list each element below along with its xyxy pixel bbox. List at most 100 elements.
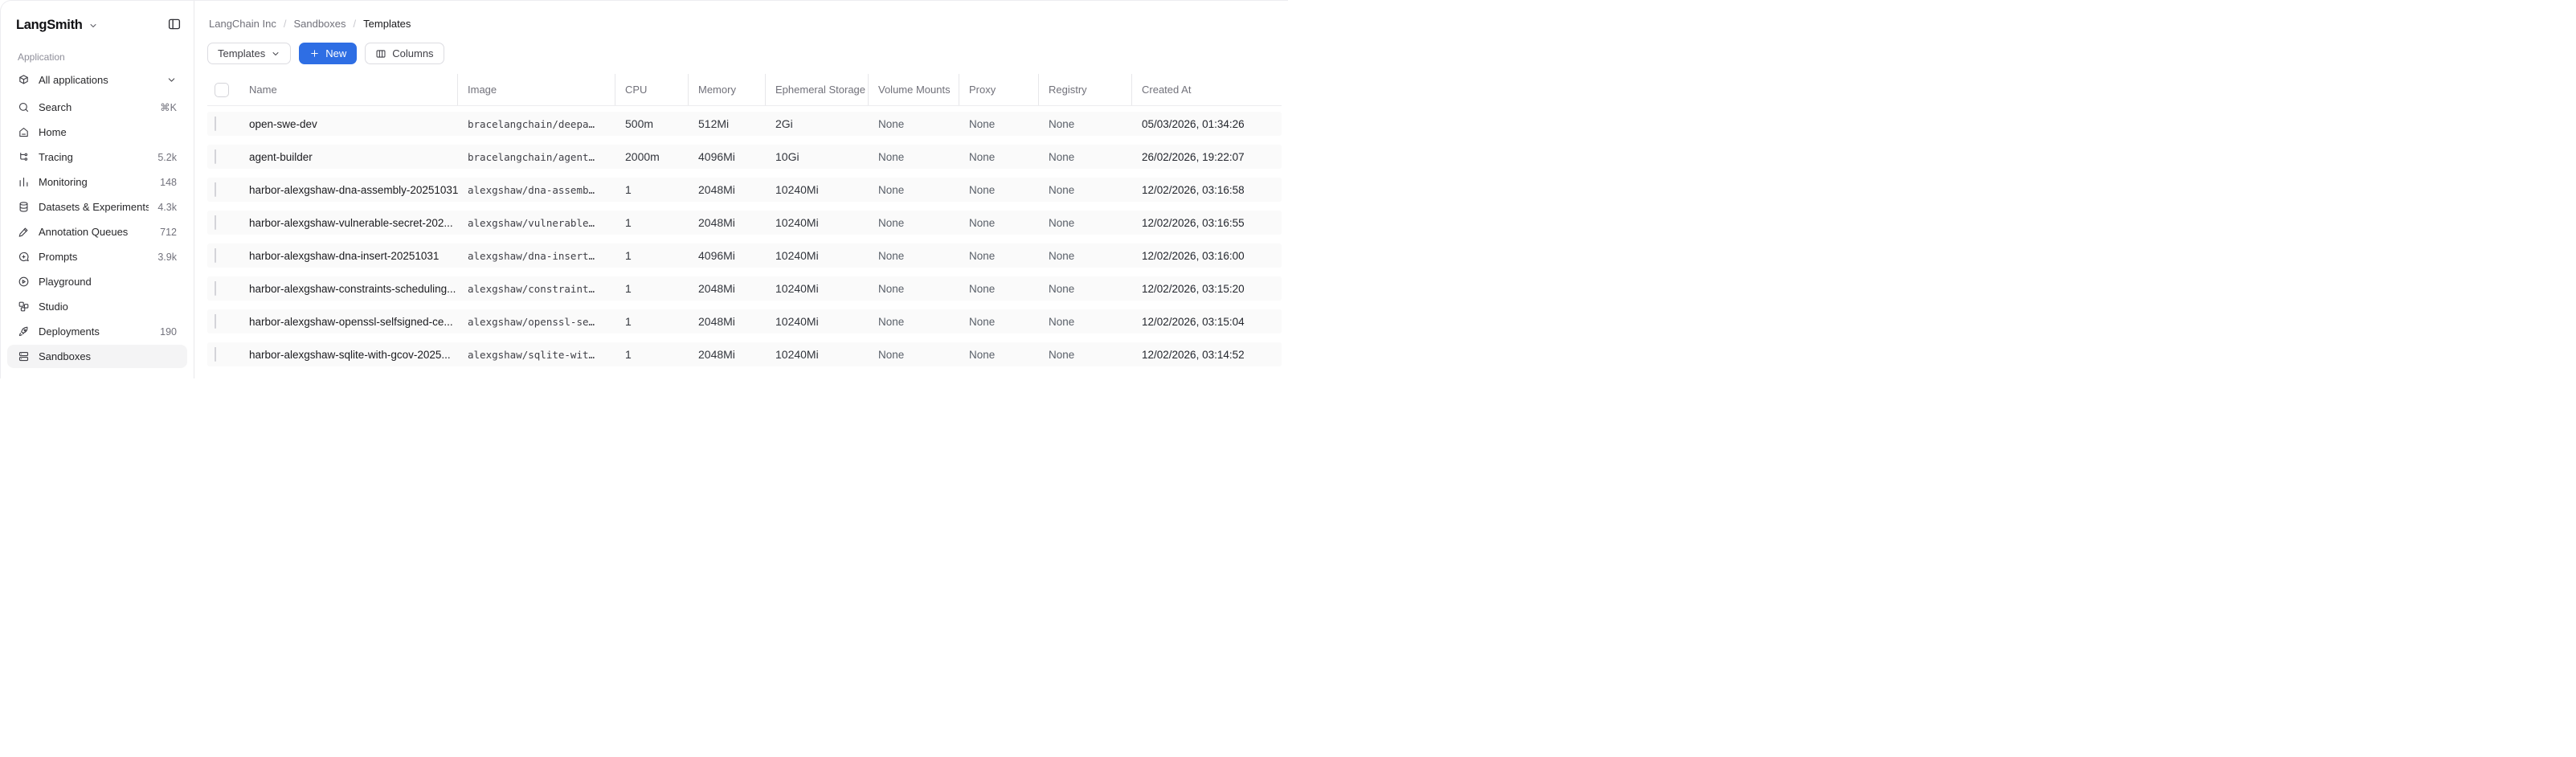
breadcrumb-item[interactable]: Sandboxes xyxy=(293,18,346,30)
cell-proxy: None xyxy=(969,216,996,229)
sidebar-item-sandboxes[interactable]: Sandboxes xyxy=(7,345,187,368)
sidebar-item-label: Datasets & Experiments xyxy=(39,201,149,213)
sidebar-item-monitoring[interactable]: Monitoring 148 xyxy=(7,170,187,194)
cell-ephemeral-storage: 10240Mi xyxy=(775,183,819,196)
cell-cpu: 500m xyxy=(625,117,654,130)
chevron-down-icon xyxy=(166,75,177,85)
row-checkbox[interactable] xyxy=(215,215,216,230)
cell-image: alexgshaw/openssl-se… xyxy=(468,315,595,328)
cell-proxy: None xyxy=(969,183,996,196)
row-checkbox[interactable] xyxy=(215,117,216,131)
plus-icon xyxy=(309,48,320,59)
sidebar-item-all-applications[interactable]: All applications xyxy=(7,68,187,92)
row-checkbox[interactable] xyxy=(215,281,216,296)
app-window: LangSmith Application All applications S… xyxy=(0,0,1288,378)
columns-icon xyxy=(375,48,386,59)
cell-registry: None xyxy=(1049,183,1075,196)
cell-name: agent-builder xyxy=(249,150,313,163)
table-row[interactable]: harbor-alexgshaw-vulnerable-secret-202..… xyxy=(207,211,1282,235)
cell-created-at: 12/02/2026, 03:16:00 xyxy=(1142,249,1245,262)
cell-proxy: None xyxy=(969,117,996,130)
cell-memory: 512Mi xyxy=(698,117,730,130)
new-button-label: New xyxy=(325,47,347,59)
sidebar-collapse-button[interactable] xyxy=(167,17,182,34)
cell-ephemeral-storage: 10240Mi xyxy=(775,315,819,328)
cell-registry: None xyxy=(1049,249,1075,262)
cell-proxy: None xyxy=(969,150,996,163)
sidebar-item-studio[interactable]: Studio xyxy=(7,295,187,318)
brand-logo: LangSmith xyxy=(16,18,83,32)
row-checkbox[interactable] xyxy=(215,149,216,164)
breadcrumb-separator: / xyxy=(353,18,357,30)
column-header-cpu[interactable]: CPU xyxy=(615,74,689,105)
sidebar-item-badge: 148 xyxy=(160,176,177,188)
columns-button[interactable]: Columns xyxy=(365,43,444,64)
table-row[interactable]: harbor-alexgshaw-constraints-scheduling.… xyxy=(207,276,1282,301)
panel-left-icon xyxy=(167,17,182,34)
column-header-registry[interactable]: Registry xyxy=(1039,74,1132,105)
sidebar-item-badge: 712 xyxy=(160,226,177,238)
cell-image: alexgshaw/vulnerable… xyxy=(468,216,595,229)
sandboxes-icon xyxy=(18,350,30,362)
tracing-icon xyxy=(18,151,30,163)
monitoring-icon xyxy=(18,176,30,188)
column-header-volume-mounts[interactable]: Volume Mounts xyxy=(869,74,959,105)
sidebar-item-label: Deployments xyxy=(39,325,100,338)
column-header-memory[interactable]: Memory xyxy=(689,74,766,105)
cell-memory: 2048Mi xyxy=(698,216,735,229)
sidebar-item-home[interactable]: Home xyxy=(7,121,187,144)
column-header-name[interactable]: Name xyxy=(239,74,458,105)
sidebar-item-label: Studio xyxy=(39,301,68,313)
cell-memory: 4096Mi xyxy=(698,249,735,262)
breadcrumb-item[interactable]: LangChain Inc xyxy=(209,18,276,30)
cell-registry: None xyxy=(1049,216,1075,229)
cell-created-at: 12/02/2026, 03:16:55 xyxy=(1142,216,1245,229)
cell-registry: None xyxy=(1049,282,1075,295)
cell-ephemeral-storage: 10240Mi xyxy=(775,216,819,229)
cell-image: bracelangchain/agent… xyxy=(468,150,595,163)
cell-created-at: 12/02/2026, 03:16:58 xyxy=(1142,183,1245,196)
cell-image: alexgshaw/dna-insert… xyxy=(468,249,595,262)
row-checkbox[interactable] xyxy=(215,248,216,263)
sidebar-item-badge: 4.3k xyxy=(157,201,177,213)
sidebar-item-label: Monitoring xyxy=(39,176,88,188)
cell-cpu: 1 xyxy=(625,348,632,361)
column-header-created-at[interactable]: Created At xyxy=(1142,84,1192,96)
chevron-down-icon xyxy=(88,21,98,31)
sidebar-item-playground[interactable]: Playground xyxy=(7,270,187,293)
sidebar-item-datasets-experiments[interactable]: Datasets & Experiments 4.3k xyxy=(7,195,187,219)
search-icon xyxy=(18,101,30,113)
workspace-switcher[interactable]: LangSmith xyxy=(16,18,98,33)
cell-volume-mounts: None xyxy=(878,315,905,328)
cell-memory: 2048Mi xyxy=(698,315,735,328)
table-row[interactable]: harbor-alexgshaw-sqlite-with-gcov-2025..… xyxy=(207,342,1282,366)
table-row[interactable]: harbor-alexgshaw-openssl-selfsigned-ce..… xyxy=(207,309,1282,333)
cell-image: alexgshaw/constraint… xyxy=(468,282,595,295)
sidebar-item-search[interactable]: Search⌘K xyxy=(7,96,187,119)
column-header-proxy[interactable]: Proxy xyxy=(959,74,1039,105)
cell-image: bracelangchain/deepa… xyxy=(468,117,595,130)
view-selector-dropdown[interactable]: Templates xyxy=(207,43,292,64)
row-checkbox[interactable] xyxy=(215,314,216,329)
new-button[interactable]: New xyxy=(299,43,358,64)
row-checkbox[interactable] xyxy=(215,347,216,362)
row-checkbox[interactable] xyxy=(215,182,216,197)
cell-cpu: 1 xyxy=(625,216,632,229)
cell-cpu: 1 xyxy=(625,249,632,262)
cell-volume-mounts: None xyxy=(878,249,905,262)
column-header-ephemeral-storage[interactable]: Ephemeral Storage xyxy=(766,74,869,105)
cell-ephemeral-storage: 10240Mi xyxy=(775,282,819,295)
select-all-checkbox[interactable] xyxy=(215,82,229,97)
column-header-image[interactable]: Image xyxy=(458,74,615,105)
